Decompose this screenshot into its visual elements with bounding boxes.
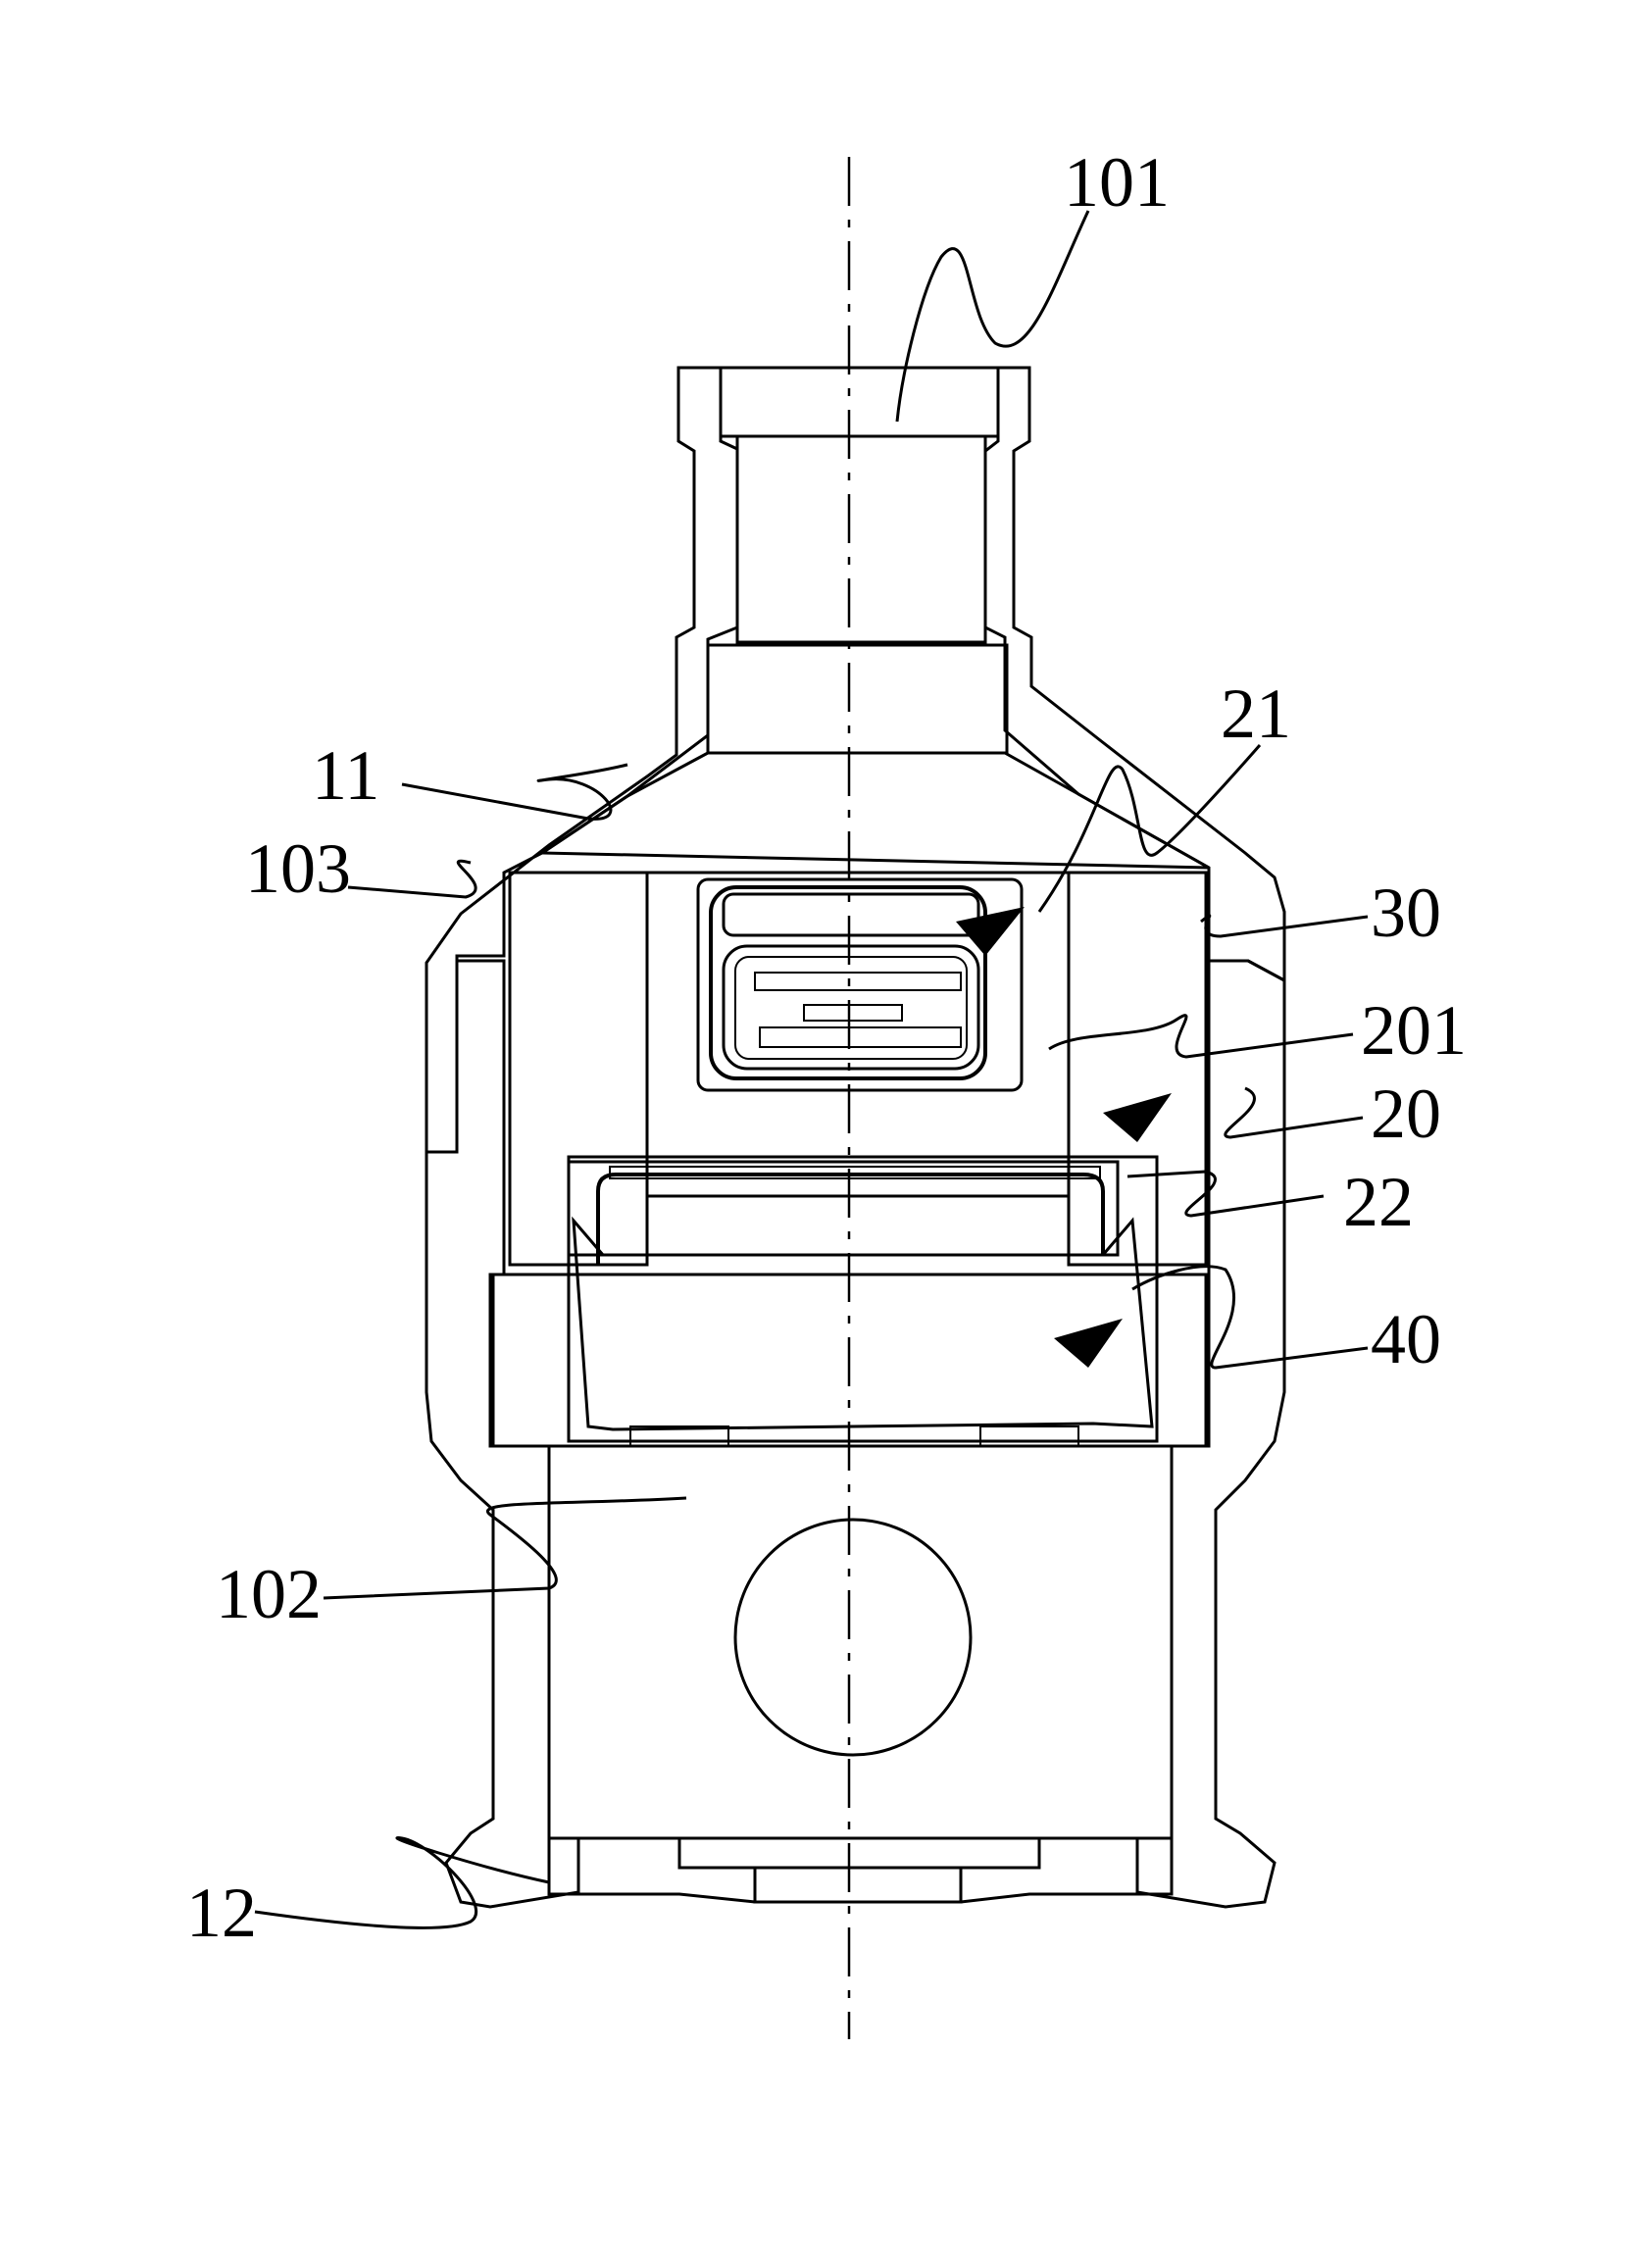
coil-cap — [598, 1175, 1103, 1265]
magnet-plate-3 — [760, 1027, 961, 1047]
coil-body — [574, 1221, 1152, 1429]
label-11: 11 — [312, 736, 379, 815]
leader-21 — [1039, 745, 1260, 912]
actuator-cap — [724, 894, 978, 935]
outlet-bore — [755, 1868, 961, 1902]
leader-101 — [897, 211, 1088, 422]
outlet-chamber — [549, 1446, 1172, 1838]
label-21: 21 — [1221, 675, 1291, 753]
label-22: 22 — [1343, 1163, 1414, 1241]
label-103: 103 — [245, 829, 351, 908]
label-20: 20 — [1371, 1075, 1441, 1153]
inlet-bore-top — [721, 368, 998, 436]
label-101: 101 — [1064, 143, 1170, 222]
leader-201 — [1049, 1016, 1353, 1057]
coil-bottom-pad-right — [980, 1426, 1078, 1446]
label-30: 30 — [1371, 874, 1441, 952]
upper-actuator — [698, 879, 1022, 1090]
outlet-step — [679, 1838, 1039, 1868]
leader-102 — [324, 1498, 686, 1598]
label-12: 12 — [186, 1874, 257, 1952]
lower-housing-left-wall — [426, 961, 578, 1907]
leader-103 — [348, 861, 476, 897]
arrow-40 — [1054, 1319, 1123, 1368]
label-201: 201 — [1361, 991, 1467, 1070]
magnet-plate-2 — [804, 1005, 902, 1021]
upper-housing — [426, 368, 1284, 1152]
magnet-plate-1 — [755, 973, 961, 990]
side-port — [735, 1520, 971, 1755]
inlet-bore — [737, 436, 985, 642]
sealing-ring-right — [1069, 873, 1206, 1265]
coil-assembly — [569, 1162, 1152, 1446]
label-102: 102 — [216, 1555, 322, 1633]
label-40: 40 — [1371, 1300, 1441, 1378]
upper-housing-left-wall — [426, 368, 737, 1152]
arrow-201 — [1103, 1093, 1172, 1142]
upper-cone — [542, 753, 1209, 868]
leader-20 — [1226, 1088, 1363, 1137]
sealing-ring-left — [510, 873, 647, 1265]
leader-40 — [1132, 1267, 1368, 1368]
leader-11 — [402, 765, 627, 819]
lower-housing-bottom — [549, 1838, 1172, 1902]
leader-12 — [255, 1838, 549, 1928]
inlet-bore-lower — [708, 645, 1007, 753]
actuator-cup — [724, 946, 978, 1069]
